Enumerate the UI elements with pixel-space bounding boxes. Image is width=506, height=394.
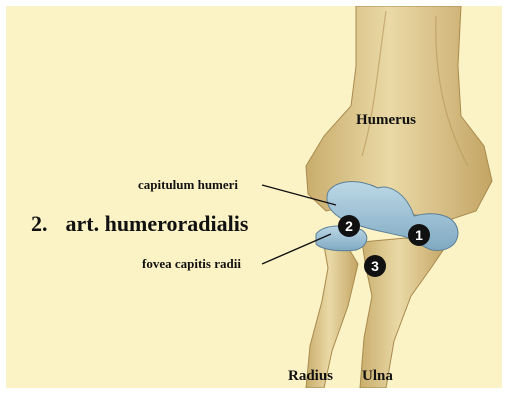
radius-bone: [306, 244, 358, 388]
marker-1: 1: [408, 224, 430, 246]
marker-3: 3: [364, 255, 386, 277]
figure-panel: 1 2 3 Humerus capitulum humeri 2. art. hu…: [6, 6, 502, 388]
capitulum-humeri-label: capitulum humeri: [138, 177, 238, 193]
fovea-capitis-radii-label: fovea capitis radii: [142, 256, 241, 272]
figure-title-number: 2.: [31, 211, 48, 236]
radius-label: Radius: [288, 368, 333, 385]
elbow-illustration: 1 2 3: [6, 6, 502, 388]
marker-1-label: 1: [415, 227, 423, 243]
figure-title: 2. art. humeroradialis: [31, 211, 248, 237]
ulna-label: Ulna: [362, 368, 393, 385]
marker-2-label: 2: [345, 218, 353, 234]
marker-3-label: 3: [371, 258, 379, 274]
humerus-label: Humerus: [356, 112, 416, 129]
figure-title-text: art. humeroradialis: [66, 211, 249, 236]
marker-2: 2: [338, 215, 360, 237]
fovea-leader-line: [262, 234, 331, 264]
